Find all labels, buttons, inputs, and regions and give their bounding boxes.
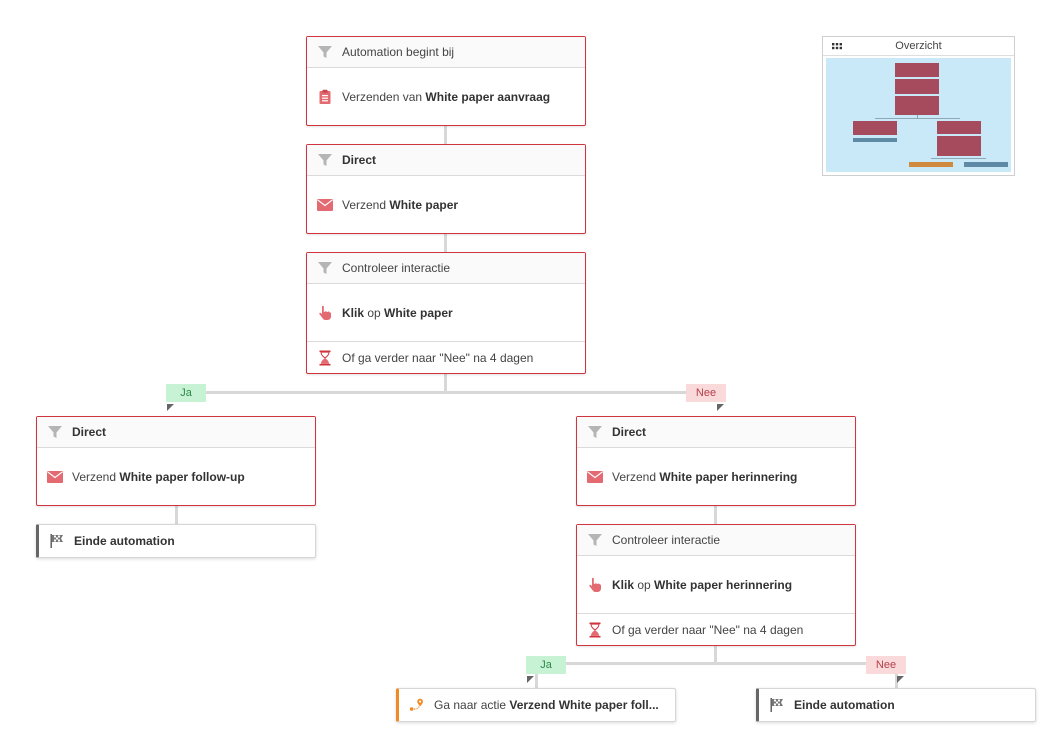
overview-title: Overzicht bbox=[895, 40, 942, 52]
branch-pointer bbox=[897, 676, 904, 683]
branch-pointer bbox=[527, 676, 534, 683]
card-header: Automation begint bij bbox=[307, 37, 585, 68]
branch-connector bbox=[176, 391, 717, 394]
envelope-icon bbox=[317, 197, 333, 213]
pointer-hand-icon bbox=[317, 305, 333, 321]
card-body: Verzend White paper herinnering bbox=[577, 448, 855, 505]
card-text: Verzend White paper herinnering bbox=[612, 469, 798, 484]
minimap-node bbox=[853, 121, 897, 135]
checkered-flag-icon bbox=[49, 533, 65, 549]
end-automation-node[interactable]: Einde automation bbox=[756, 688, 1036, 722]
card-header: Direct bbox=[37, 417, 315, 448]
card-timeout-row: Of ga verder naar "Nee" na 4 dagen bbox=[307, 341, 585, 373]
connector bbox=[714, 505, 717, 525]
minimap-node bbox=[964, 162, 1008, 167]
branch-yes-tag: Ja bbox=[526, 656, 566, 674]
direct-card[interactable]: Direct Verzend White paper bbox=[306, 144, 586, 234]
card-body: Verzenden van White paper aanvraag bbox=[307, 68, 585, 125]
card-header: Direct bbox=[307, 145, 585, 176]
filter-icon bbox=[317, 152, 333, 168]
check-interaction-card[interactable]: Controleer interactie Klik op White pape… bbox=[306, 252, 586, 374]
timeout-text: Of ga verder naar "Nee" na 4 dagen bbox=[612, 622, 804, 637]
filter-icon bbox=[47, 424, 63, 440]
card-text: Klik op White paper herinnering bbox=[612, 577, 793, 592]
branch-no-tag: Nee bbox=[686, 384, 726, 402]
card-title: Controleer interactie bbox=[612, 533, 721, 547]
end-label: Einde automation bbox=[74, 534, 175, 548]
end-automation-node[interactable]: Einde automation bbox=[36, 524, 316, 558]
overview-minimap[interactable] bbox=[826, 58, 1011, 172]
branch-connector bbox=[536, 662, 897, 665]
card-text: Verzenden van White paper aanvraag bbox=[342, 89, 551, 104]
branch-pointer bbox=[717, 404, 724, 411]
grid-icon[interactable] bbox=[829, 38, 845, 54]
filter-icon bbox=[587, 532, 603, 548]
overview-header: Overzicht bbox=[823, 37, 1014, 56]
minimap-node bbox=[909, 162, 953, 167]
card-text: Verzend White paper bbox=[342, 197, 459, 212]
envelope-icon bbox=[587, 469, 603, 485]
card-text: Klik op White paper bbox=[342, 305, 453, 320]
trigger-card[interactable]: Automation begint bij Verzenden van Whit… bbox=[306, 36, 586, 126]
connector bbox=[895, 672, 898, 688]
envelope-icon bbox=[47, 469, 63, 485]
timeout-text: Of ga verder naar "Nee" na 4 dagen bbox=[342, 350, 534, 365]
filter-icon bbox=[587, 424, 603, 440]
branch-no-tag: Nee bbox=[866, 656, 906, 674]
overview-panel[interactable]: Overzicht bbox=[822, 36, 1015, 176]
pointer-hand-icon bbox=[587, 577, 603, 593]
route-pin-icon bbox=[409, 697, 425, 713]
card-body: Verzend White paper follow-up bbox=[37, 448, 315, 505]
hourglass-icon bbox=[587, 622, 603, 638]
minimap-node bbox=[853, 138, 897, 142]
minimap-node bbox=[937, 136, 981, 156]
card-body: Verzend White paper bbox=[307, 176, 585, 233]
end-label: Einde automation bbox=[794, 698, 895, 712]
direct-card[interactable]: Direct Verzend White paper follow-up bbox=[36, 416, 316, 506]
minimap-node bbox=[895, 63, 939, 77]
clipboard-icon bbox=[317, 89, 333, 105]
connector bbox=[535, 672, 538, 688]
card-title: Direct bbox=[612, 425, 647, 439]
connector bbox=[444, 125, 447, 145]
goto-text: Ga naar actie Verzend White paper foll..… bbox=[434, 698, 659, 712]
minimap-node bbox=[937, 121, 981, 134]
connector bbox=[444, 373, 447, 393]
filter-icon bbox=[317, 260, 333, 276]
minimap-node bbox=[895, 96, 939, 115]
check-interaction-card[interactable]: Controleer interactie Klik op White pape… bbox=[576, 524, 856, 646]
card-timeout-row: Of ga verder naar "Nee" na 4 dagen bbox=[577, 613, 855, 645]
card-title: Direct bbox=[342, 153, 377, 167]
card-title: Direct bbox=[72, 425, 107, 439]
connector bbox=[175, 505, 178, 524]
connector bbox=[714, 645, 717, 665]
direct-card[interactable]: Direct Verzend White paper herinnering bbox=[576, 416, 856, 506]
goto-action-node[interactable]: Ga naar actie Verzend White paper foll..… bbox=[396, 688, 676, 722]
checkered-flag-icon bbox=[769, 697, 785, 713]
branch-pointer bbox=[167, 404, 174, 411]
card-body: Klik op White paper bbox=[307, 284, 585, 341]
filter-icon bbox=[317, 44, 333, 60]
card-title: Automation begint bij bbox=[342, 45, 455, 59]
card-header: Controleer interactie bbox=[307, 253, 585, 284]
card-text: Verzend White paper follow-up bbox=[72, 469, 245, 484]
connector bbox=[444, 233, 447, 253]
minimap-node bbox=[895, 79, 939, 94]
hourglass-icon bbox=[317, 350, 333, 366]
card-body: Klik op White paper herinnering bbox=[577, 556, 855, 613]
card-header: Direct bbox=[577, 417, 855, 448]
branch-yes-tag: Ja bbox=[166, 384, 206, 402]
card-title: Controleer interactie bbox=[342, 261, 451, 275]
card-header: Controleer interactie bbox=[577, 525, 855, 556]
